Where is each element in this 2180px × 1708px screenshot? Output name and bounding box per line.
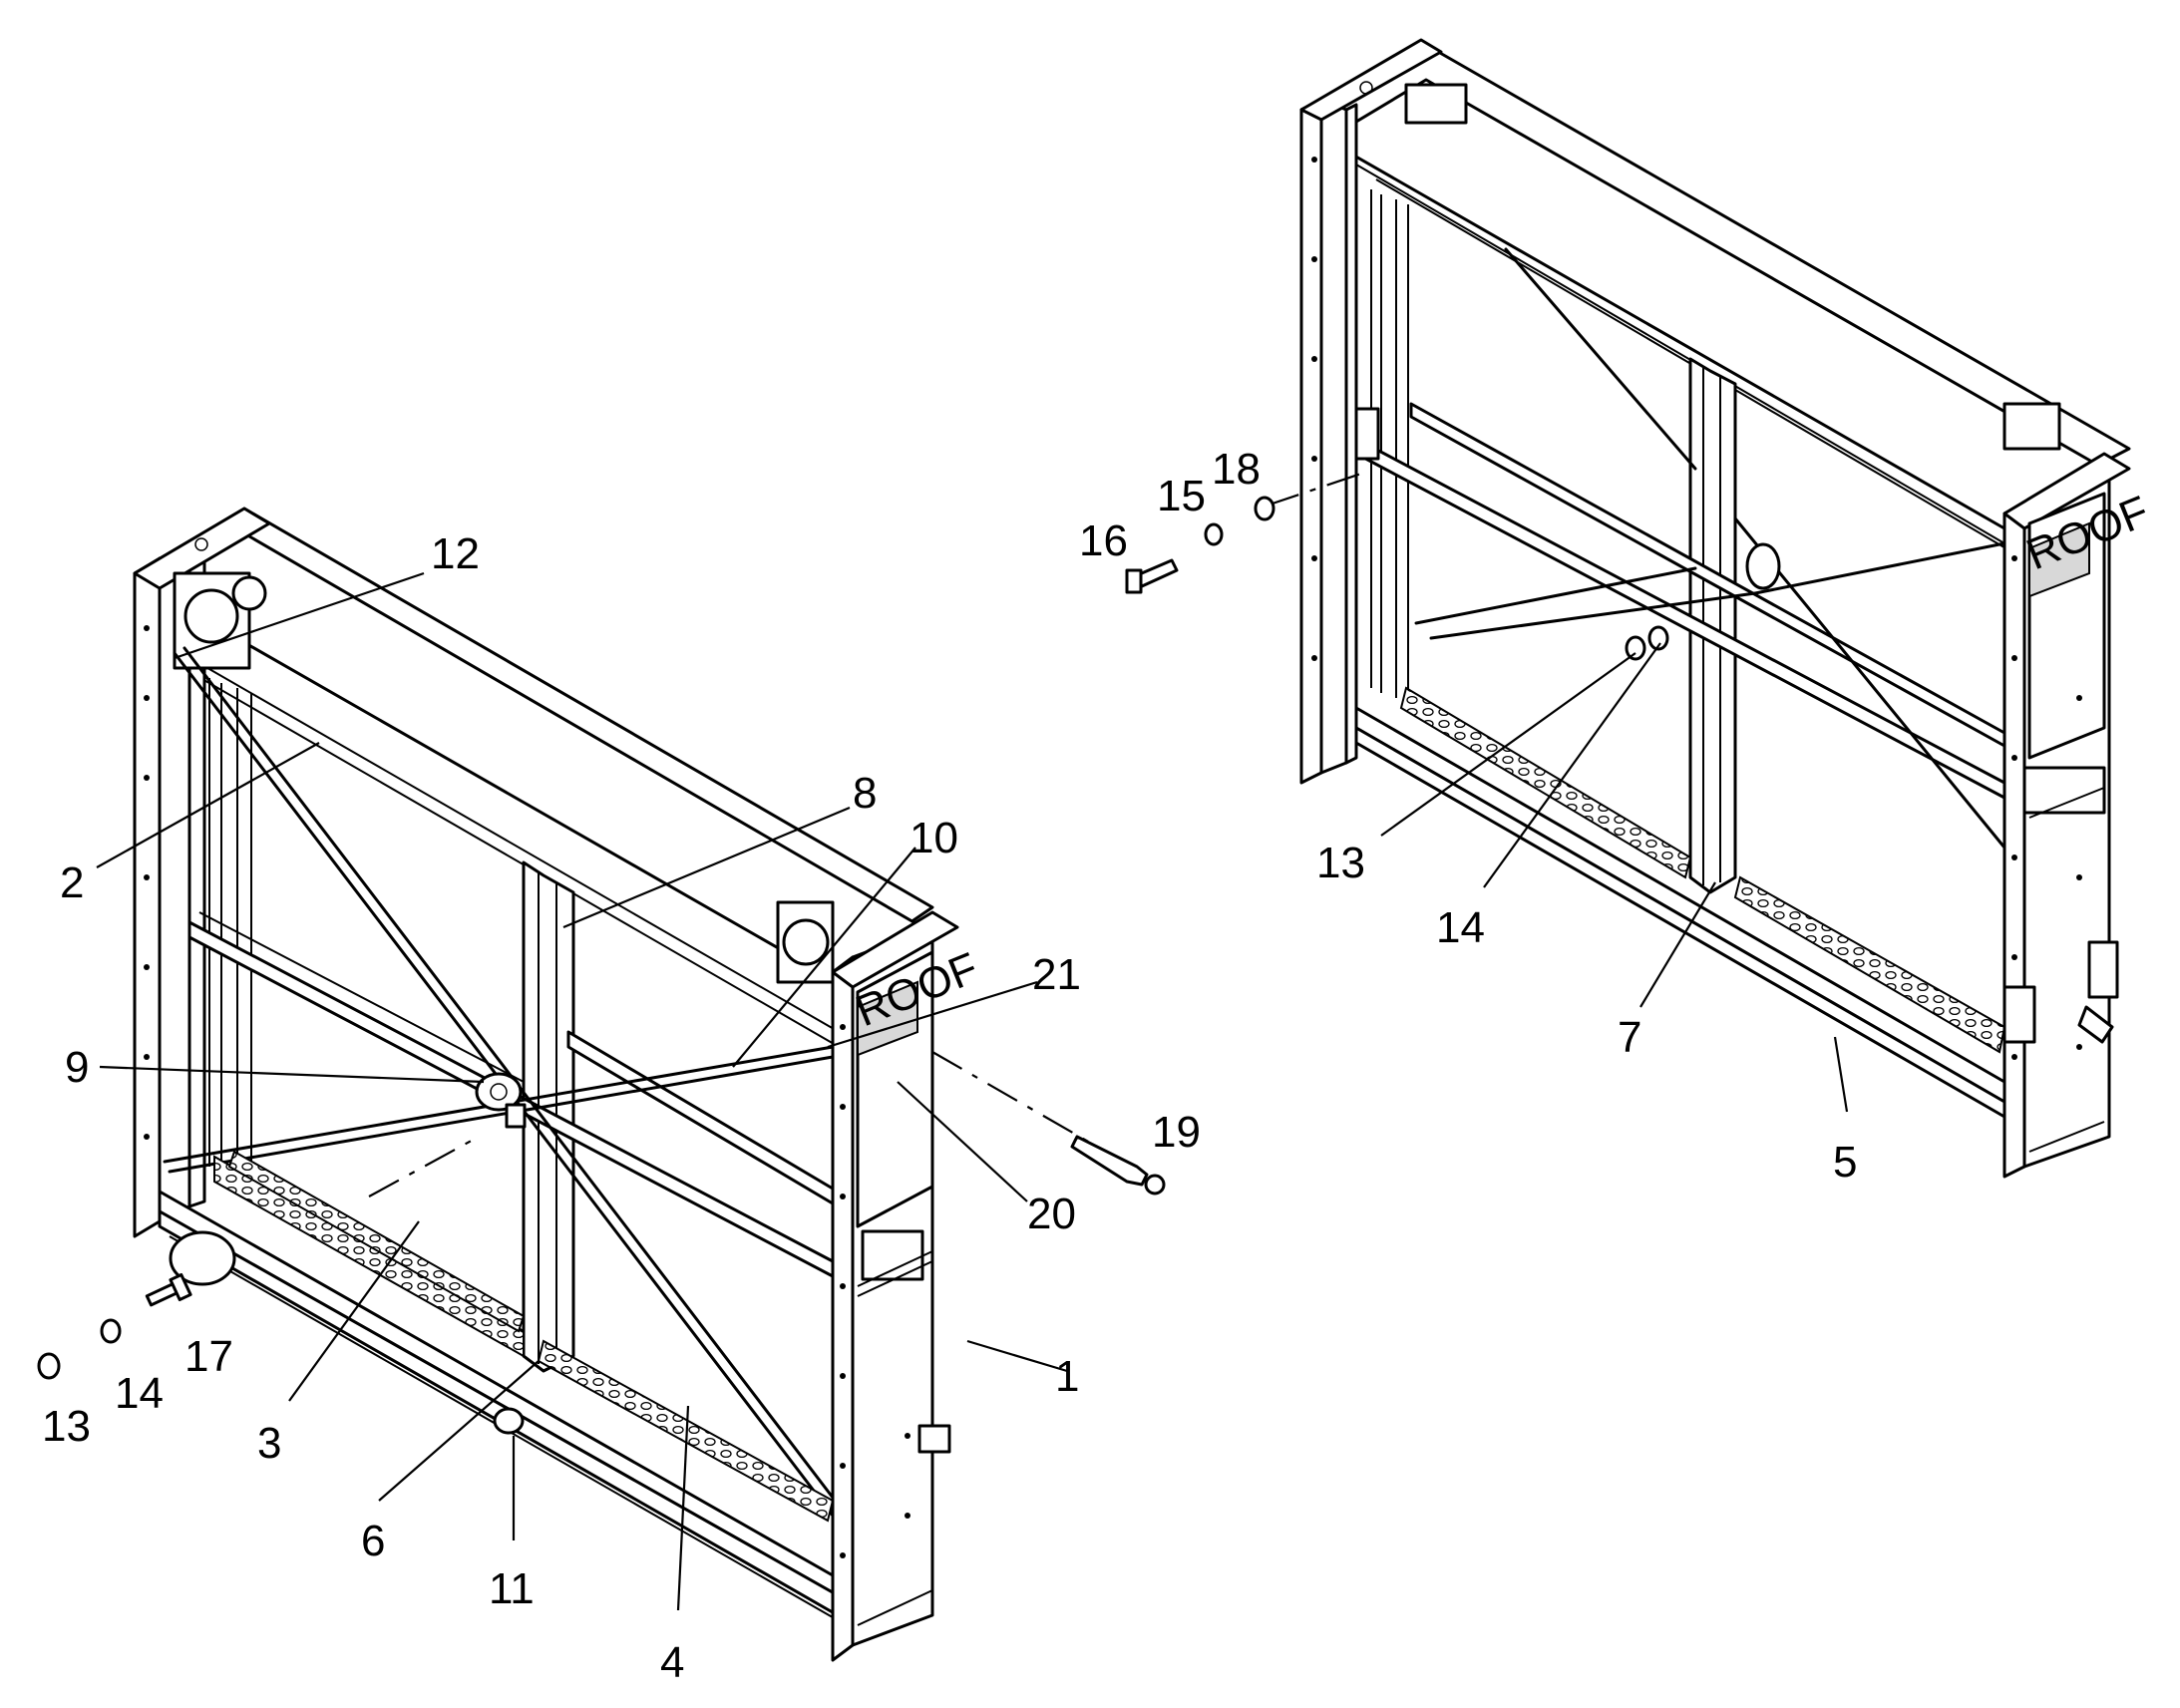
callout-18: 18	[1212, 445, 1261, 494]
callout-9: 9	[65, 1043, 89, 1092]
callout-4: 4	[660, 1638, 684, 1687]
callout-15: 15	[1157, 472, 1206, 520]
callout-11: 11	[489, 1564, 535, 1613]
callout-2: 2	[60, 858, 84, 907]
callout-leaders	[96, 571, 1849, 1611]
rivet-holes-right	[840, 1024, 910, 1558]
rivet-holes-right-assembly	[1311, 157, 2082, 1060]
left-frame-assembly: ROOF	[133, 507, 985, 1662]
right-frame-assembly: ROOF	[1299, 38, 2156, 1179]
callout-14-right: 14	[1436, 903, 1485, 952]
callout-21: 21	[1032, 950, 1081, 999]
callout-14-left: 14	[115, 1369, 164, 1418]
callout-19: 19	[1152, 1108, 1201, 1157]
callout-10: 10	[909, 814, 958, 862]
callout-17: 17	[184, 1332, 233, 1381]
callout-8: 8	[853, 769, 877, 818]
callout-13-right: 13	[1316, 839, 1365, 887]
callout-7: 7	[1618, 1013, 1641, 1062]
callout-5: 5	[1833, 1138, 1857, 1187]
callout-20: 20	[1027, 1190, 1076, 1238]
right-loose-hardware	[1125, 472, 1669, 661]
callout-labels: 1 2 3 4 5 6 7 8 9 10 11 12 13 14 17 19 2…	[42, 445, 1857, 1687]
left-loose-hardware	[37, 1051, 1166, 1380]
callout-13-left: 13	[42, 1402, 91, 1451]
callout-3: 3	[257, 1419, 281, 1468]
rivet-holes-left	[144, 625, 150, 1140]
callout-1: 1	[1055, 1352, 1079, 1401]
callout-16: 16	[1079, 516, 1128, 565]
callout-6: 6	[361, 1517, 385, 1565]
callout-12: 12	[431, 529, 480, 578]
